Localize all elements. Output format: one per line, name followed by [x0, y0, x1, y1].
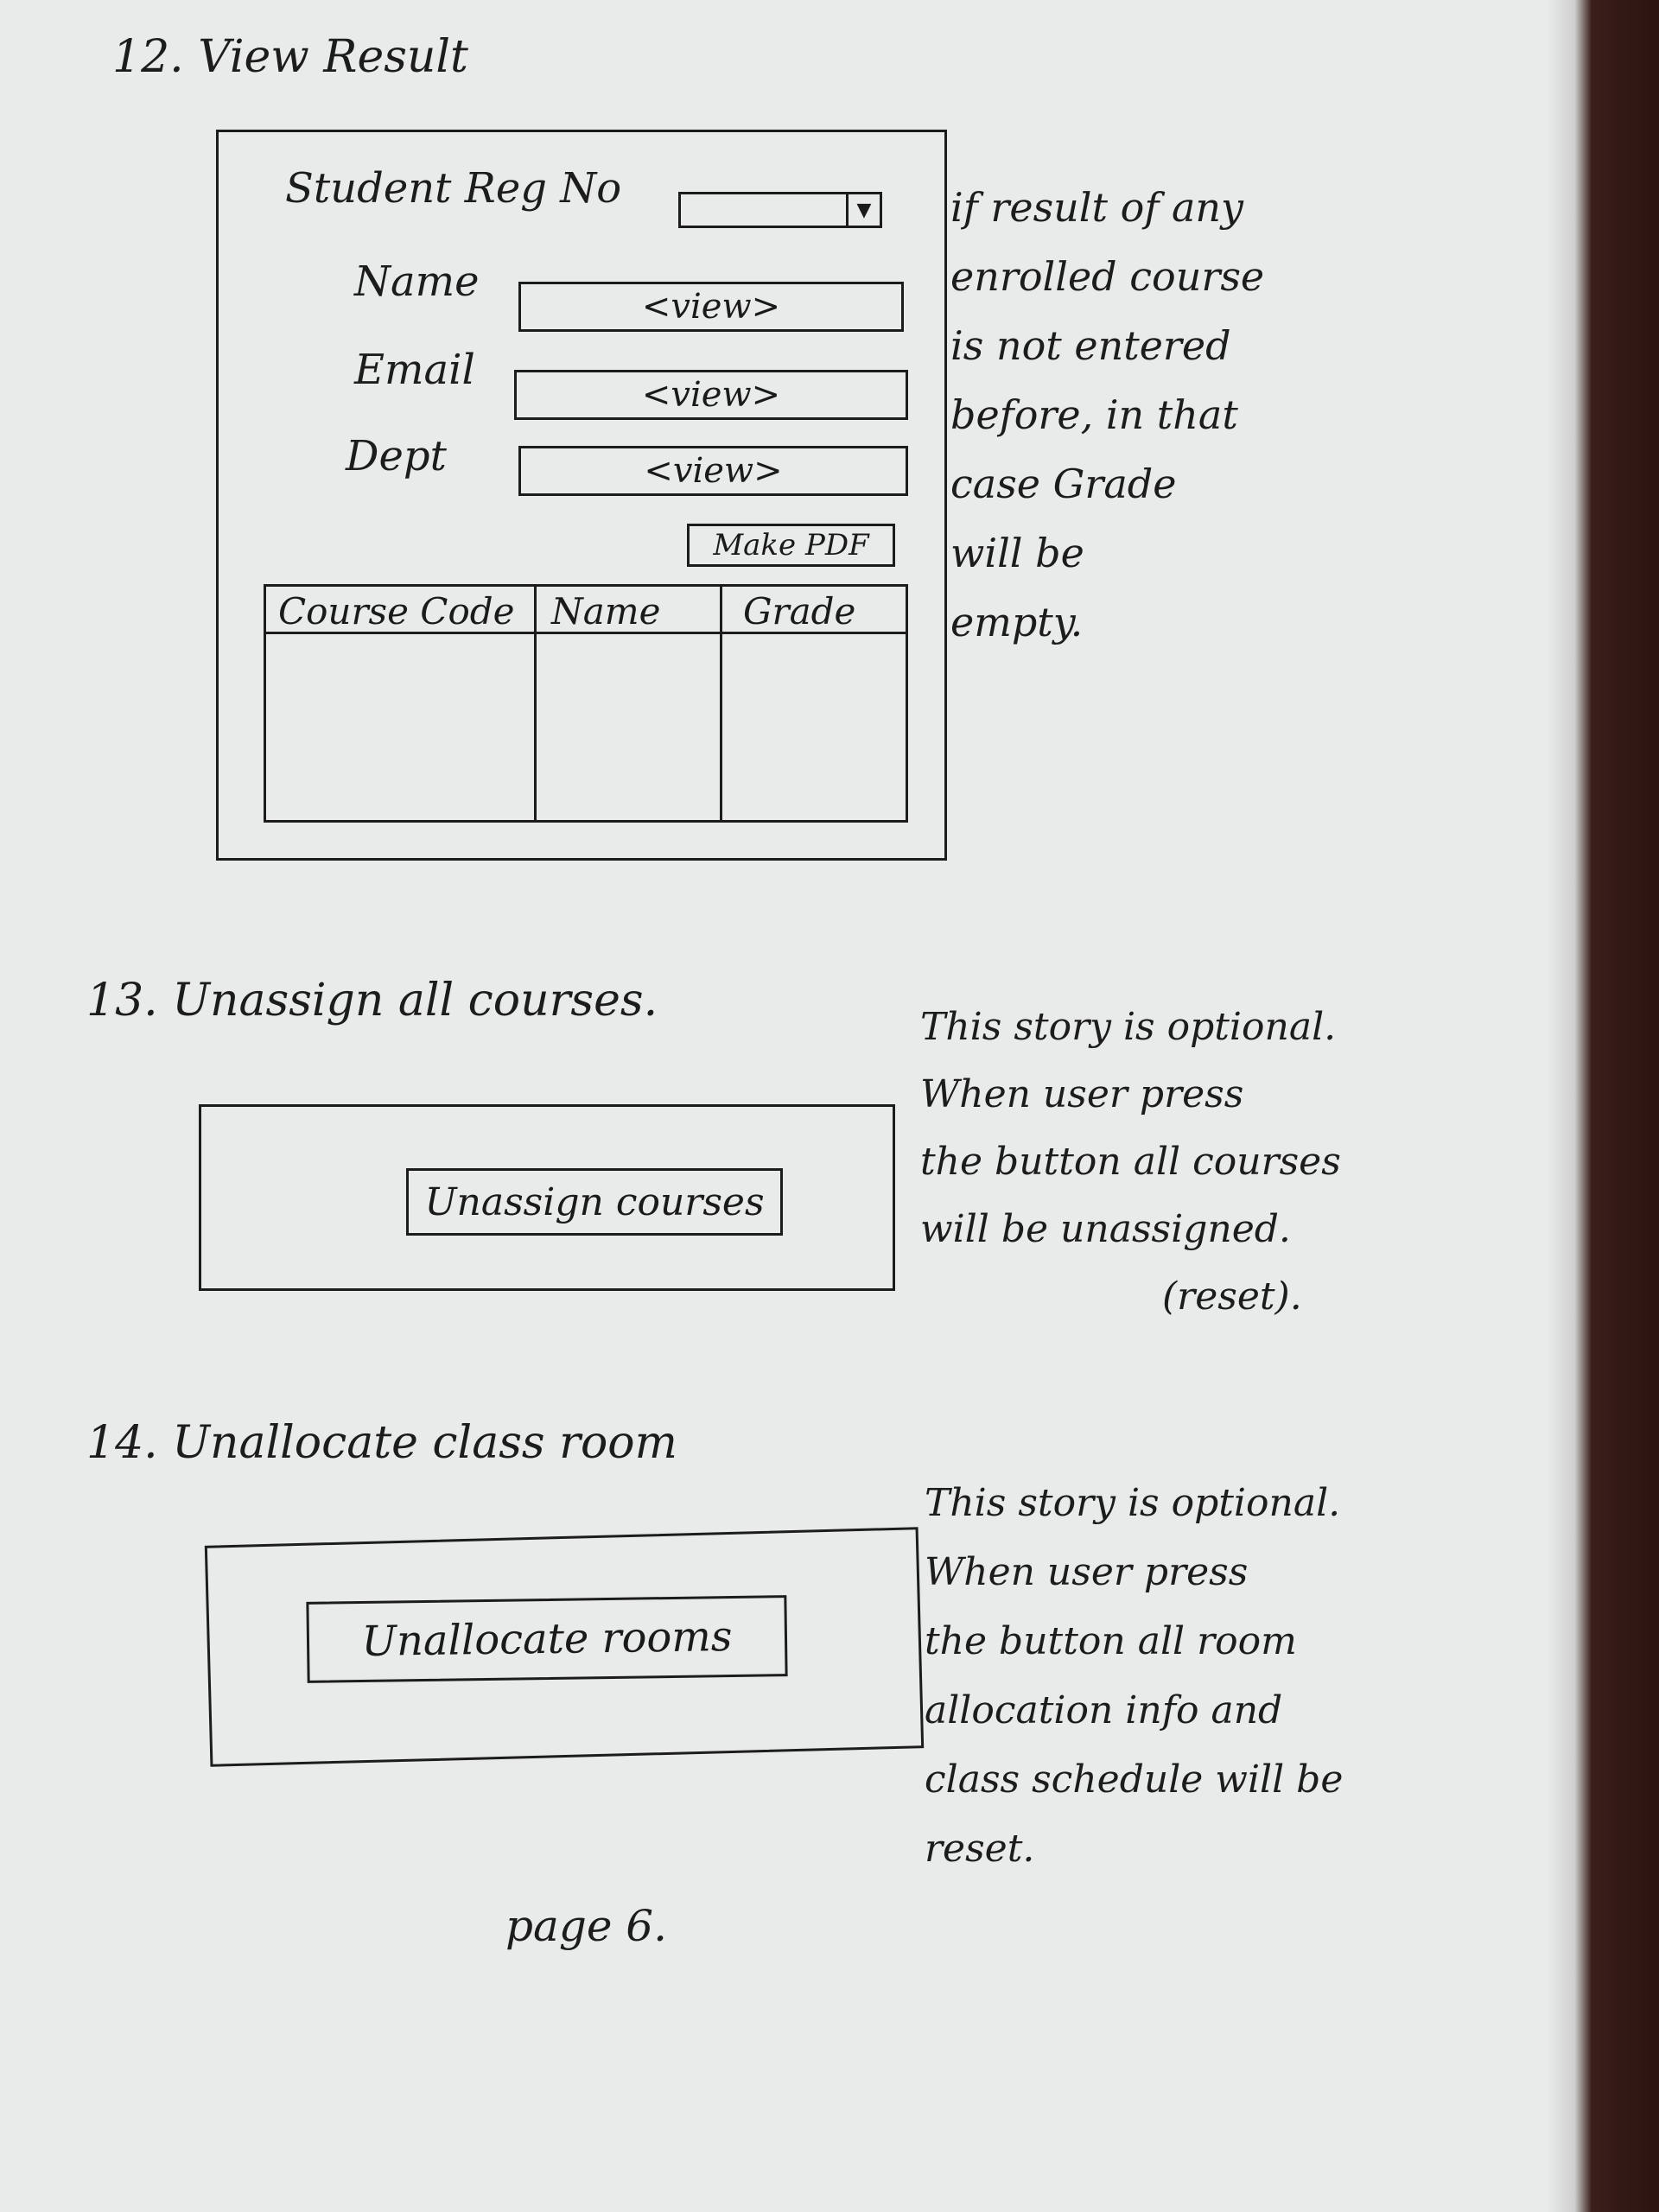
- unallocate-rooms-button[interactable]: Unallocate rooms: [306, 1595, 788, 1683]
- note-line: allocation info and: [925, 1688, 1283, 1732]
- note-line: When user press: [925, 1550, 1249, 1594]
- note-line: reset.: [925, 1827, 1035, 1871]
- table-header-row: [266, 587, 906, 634]
- dept-label: Dept: [346, 432, 447, 480]
- note-line: will be unassigned.: [920, 1207, 1291, 1251]
- make-pdf-button[interactable]: Make PDF: [687, 524, 895, 567]
- page-number: page 6.: [505, 1901, 668, 1951]
- unassign-courses-button[interactable]: Unassign courses: [406, 1168, 783, 1236]
- name-column: [534, 587, 722, 820]
- section-13-note: This story is optional. When user press …: [920, 994, 1341, 1331]
- result-table: Course Code Name Grade: [264, 584, 908, 823]
- note-line: (reset).: [1162, 1274, 1302, 1319]
- section-12-heading: 12. View Result: [112, 31, 468, 83]
- note-line: class schedule will be: [925, 1758, 1344, 1802]
- name-field: <view>: [518, 282, 904, 332]
- view-result-window: [216, 130, 947, 861]
- table-background: [1547, 0, 1659, 2212]
- reg-no-label: Student Reg No: [285, 164, 622, 213]
- note-line: enrolled course: [950, 253, 1265, 300]
- note-line: This story is optional.: [925, 1481, 1341, 1525]
- header-grade: Grade: [743, 590, 856, 632]
- chevron-down-icon[interactable]: ▼: [846, 194, 880, 226]
- section-14-heading: 14. Unallocate class room: [86, 1417, 677, 1469]
- note-line: if result of any: [950, 184, 1244, 231]
- note-line: case Grade: [950, 461, 1177, 507]
- note-line: the button all courses: [920, 1140, 1341, 1184]
- email-label: Email: [354, 346, 475, 394]
- note-line: is not entered: [950, 322, 1231, 369]
- unassign-courses-window: [199, 1104, 895, 1291]
- course-code-column: [266, 587, 537, 820]
- reg-no-dropdown[interactable]: ▼: [678, 192, 882, 228]
- section-14-note: This story is optional. When user press …: [925, 1469, 1343, 1884]
- note-line: This story is optional.: [920, 1005, 1337, 1049]
- header-course-code: Course Code: [278, 590, 515, 632]
- section-12-note: if result of any enrolled course is not …: [950, 173, 1264, 657]
- email-field: <view>: [514, 370, 908, 420]
- note-line: before, in that: [950, 391, 1238, 438]
- note-line: will be: [950, 530, 1084, 576]
- name-label: Name: [354, 257, 480, 306]
- note-line: the button all room: [925, 1619, 1297, 1663]
- header-name: Name: [551, 590, 661, 632]
- dept-field: <view>: [518, 446, 908, 496]
- note-line: empty.: [950, 599, 1084, 645]
- note-line: When user press: [920, 1072, 1244, 1116]
- section-13-heading: 13. Unassign all courses.: [86, 975, 658, 1027]
